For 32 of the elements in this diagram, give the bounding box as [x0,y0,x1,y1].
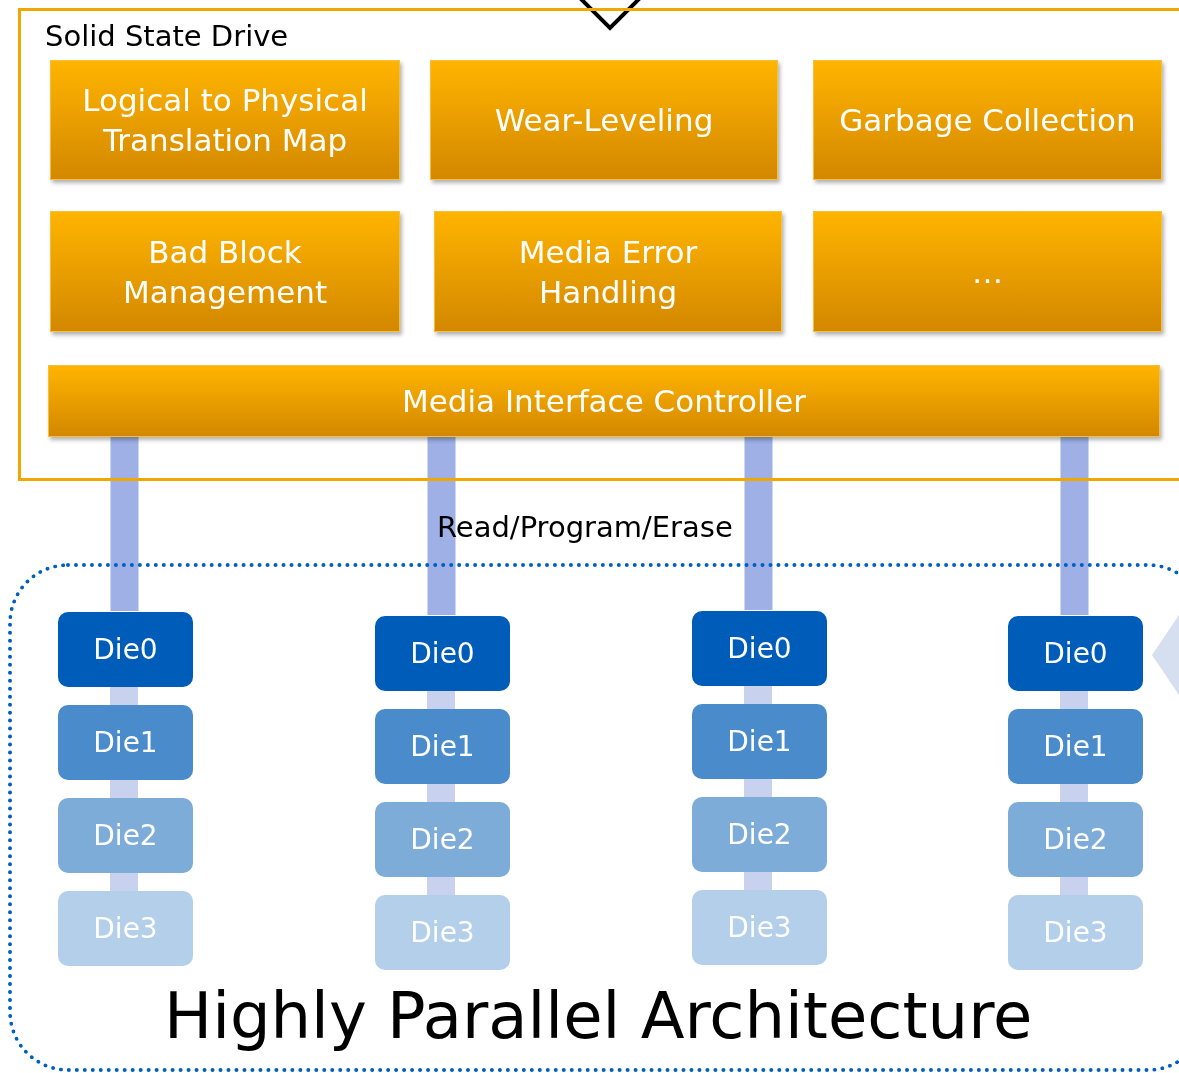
die-box: Die0 [375,616,510,691]
channel-label: Read/Program/Erase [437,509,733,545]
function-block: Logical to Physical Translation Map [50,60,400,180]
die-box: Die2 [58,798,193,873]
die-box: Die2 [692,797,827,872]
die-box: Die0 [692,611,827,686]
die-box: Die0 [1008,616,1143,691]
die-box: Die1 [692,704,827,779]
container-title: Solid State Drive [45,19,289,53]
function-block: … [813,211,1162,332]
die-box: Die2 [375,802,510,877]
die-box: Die1 [1008,709,1143,784]
die-box: Die2 [1008,802,1143,877]
die-box: Die1 [58,705,193,780]
die-box: Die3 [58,891,193,966]
die-box: Die3 [1008,895,1143,970]
die-box: Die1 [375,709,510,784]
dotted-region [8,563,1179,1072]
channel-bar [744,437,773,610]
die-box: Die0 [58,612,193,687]
controller-bar: Media Interface Controller [48,365,1160,437]
channel-bar [1060,437,1089,615]
die-box: Die3 [692,890,827,965]
function-block: Media Error Handling [434,211,782,332]
region-title: Highly Parallel Architecture [164,978,1033,1055]
channel-bar [427,437,456,615]
drive-container [18,8,1179,481]
die-box: Die3 [375,895,510,970]
function-block: Garbage Collection [813,60,1162,180]
function-block: Wear-Leveling [430,60,778,180]
function-block: Bad Block Management [50,211,400,332]
channel-bar [110,437,139,611]
